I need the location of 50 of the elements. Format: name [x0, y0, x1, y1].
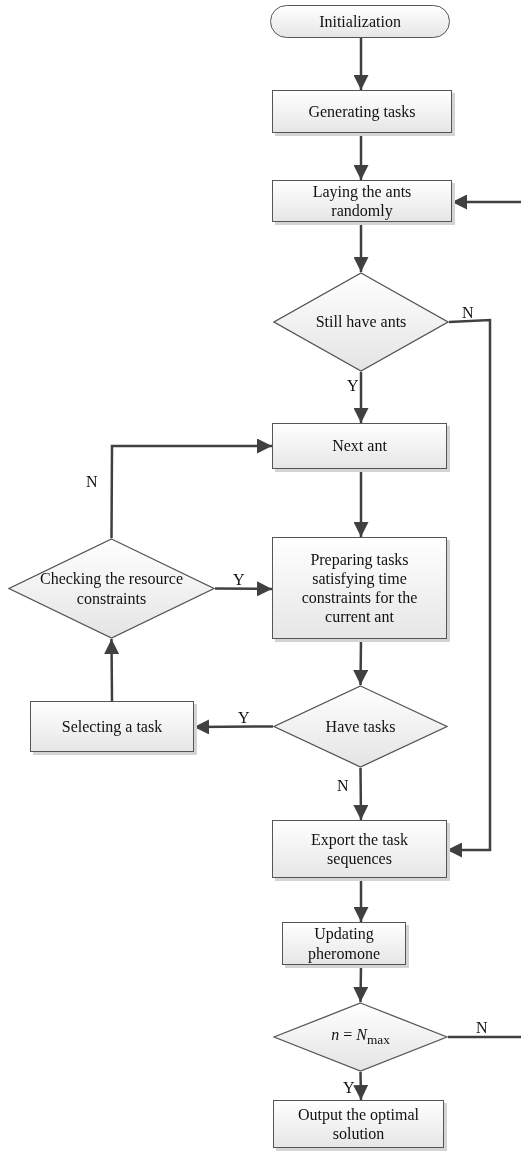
node-text: Generating tasks: [307, 101, 417, 122]
node-text: Output the optimal solution: [297, 1104, 420, 1144]
arrow: [353, 639, 369, 685]
edge-label: Y: [347, 378, 359, 394]
edge-label: Y: [238, 710, 250, 726]
arrow: [353, 38, 369, 90]
decision-diamond: [273, 272, 449, 372]
node-text: Initialization: [318, 11, 402, 32]
decision-diamond: [273, 1002, 448, 1072]
decision-diamond: [273, 685, 448, 768]
process-box: [272, 180, 452, 222]
edge-label: Y: [343, 1080, 355, 1096]
process-box: [272, 423, 447, 469]
arrow: [447, 318, 492, 858]
edge-label: N: [86, 474, 98, 490]
process-box: [30, 701, 194, 752]
decision-diamond: [8, 538, 215, 639]
arrow: [353, 1071, 369, 1101]
process-box: [272, 537, 447, 639]
arrow: [110, 438, 272, 538]
arrow: [452, 194, 521, 210]
process-box: [282, 922, 406, 965]
node-text: Checking the resource constraints: [38, 569, 185, 608]
edge-label: N: [337, 778, 349, 794]
arrow: [353, 372, 369, 423]
node-text: Next ant: [331, 436, 388, 456]
node-text: Still have ants: [314, 312, 408, 332]
node-text: n = N$_{max}$: [330, 1025, 391, 1049]
arrow: [353, 222, 369, 272]
node-text: Export the task sequences: [310, 829, 409, 869]
node-text: Have tasks: [324, 716, 397, 737]
edge-label: N: [462, 305, 474, 321]
arrow: [353, 965, 369, 1002]
arrow: [353, 878, 369, 922]
edge-label: N: [476, 1020, 488, 1036]
process-box: [272, 820, 447, 878]
process-box: [273, 1100, 444, 1148]
arrow: [194, 719, 273, 735]
node-text: Selecting a task: [60, 716, 164, 737]
arrow: [353, 469, 369, 537]
node-text: Preparing tasks satisfying time constraints for the current ant: [300, 549, 419, 627]
arrow: [353, 133, 369, 180]
arrow: [104, 639, 120, 701]
arrow: [215, 581, 272, 597]
node-text: Laying the ants randomly: [311, 181, 413, 221]
arrow: [353, 768, 369, 820]
node-text: Updating pheromone: [307, 924, 381, 963]
start-terminal: [270, 5, 450, 38]
process-box: [272, 90, 452, 133]
edge-label: Y: [233, 572, 245, 588]
